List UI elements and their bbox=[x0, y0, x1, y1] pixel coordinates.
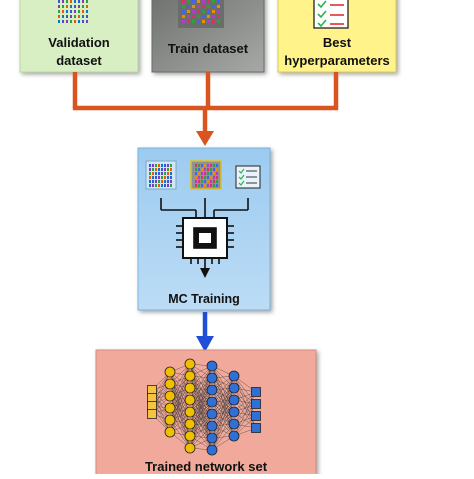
best-hyperparameters-label: Best hyperparameters bbox=[278, 34, 396, 70]
dataset-grid-icon bbox=[178, 0, 224, 28]
dataset-grid-icon bbox=[190, 160, 222, 190]
validation-label-line2: dataset bbox=[56, 53, 102, 68]
neural-network-icon bbox=[147, 358, 261, 456]
dataset-grid-icon bbox=[58, 0, 88, 23]
train-dataset-label: Train dataset bbox=[167, 41, 249, 56]
trained-network-set-label: Trained network set bbox=[144, 459, 268, 474]
checklist-icon bbox=[235, 165, 261, 189]
checklist-icon bbox=[313, 0, 349, 29]
best-label-line2: hyperparameters bbox=[284, 53, 390, 68]
output-arrowhead bbox=[196, 336, 214, 352]
dataset-grid-icon bbox=[145, 160, 177, 190]
validation-label-line1: Validation bbox=[48, 35, 110, 50]
best-label-line1: Best bbox=[322, 35, 352, 50]
mc-training-label: MC Training bbox=[168, 292, 240, 306]
processor-chip-icon bbox=[160, 198, 249, 270]
validation-dataset-label: Validation dataset bbox=[20, 34, 138, 70]
chip-output-arrowhead bbox=[200, 268, 210, 278]
merge-arrowhead bbox=[196, 131, 214, 146]
merge-connector bbox=[72, 72, 339, 132]
